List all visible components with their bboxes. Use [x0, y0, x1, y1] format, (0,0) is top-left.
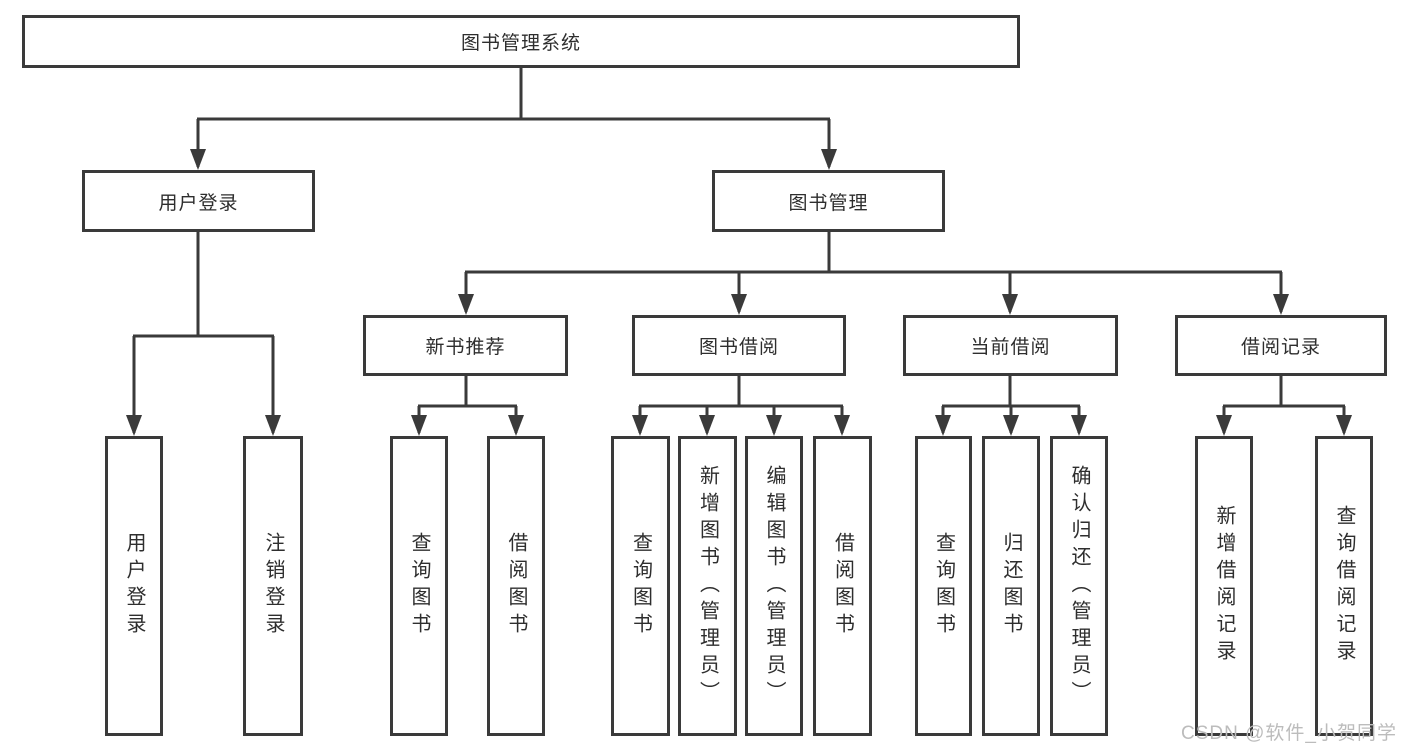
leaf-query-books-recommend: 查询图书: [390, 436, 448, 736]
leaf-user-login: 用户登录: [105, 436, 163, 736]
leaf-logout: 注销登录: [243, 436, 303, 736]
node-book-borrowing: 图书借阅: [632, 315, 846, 376]
leaf-add-borrow-record: 新增借阅记录: [1195, 436, 1253, 736]
connector-book-management: [458, 232, 1289, 315]
leaf-return-books: 归还图书: [982, 436, 1040, 736]
node-new-book-recommend: 新书推荐: [363, 315, 568, 376]
node-library-system: 图书管理系统: [22, 15, 1020, 68]
leaf-borrow-books-recommend: 借阅图书: [487, 436, 545, 736]
connector-root: [190, 68, 837, 170]
leaf-query-borrow-record: 查询借阅记录: [1315, 436, 1373, 736]
node-user-login: 用户登录: [82, 170, 315, 232]
leaf-edit-books-admin: 编辑图书（管理员）: [745, 436, 803, 736]
watermark: CSDN @软件_小贺同学: [1181, 723, 1397, 744]
connector-borrowing-records: [1216, 376, 1352, 436]
leaf-borrow-books-borrowing: 借阅图书: [813, 436, 872, 736]
connector-new-book-recommend: [411, 376, 524, 436]
connector-book-borrowing: [632, 376, 850, 436]
node-borrowing-records: 借阅记录: [1175, 315, 1387, 376]
leaf-confirm-return-admin: 确认归还（管理员）: [1050, 436, 1108, 736]
leaf-query-books-borrowing: 查询图书: [611, 436, 670, 736]
leaf-query-books-current: 查询图书: [915, 436, 972, 736]
connector-current-borrowing: [935, 376, 1087, 436]
node-current-borrowing: 当前借阅: [903, 315, 1118, 376]
node-book-management: 图书管理: [712, 170, 945, 232]
leaf-add-books-admin: 新增图书（管理员）: [678, 436, 737, 736]
connector-user-login: [126, 232, 281, 436]
